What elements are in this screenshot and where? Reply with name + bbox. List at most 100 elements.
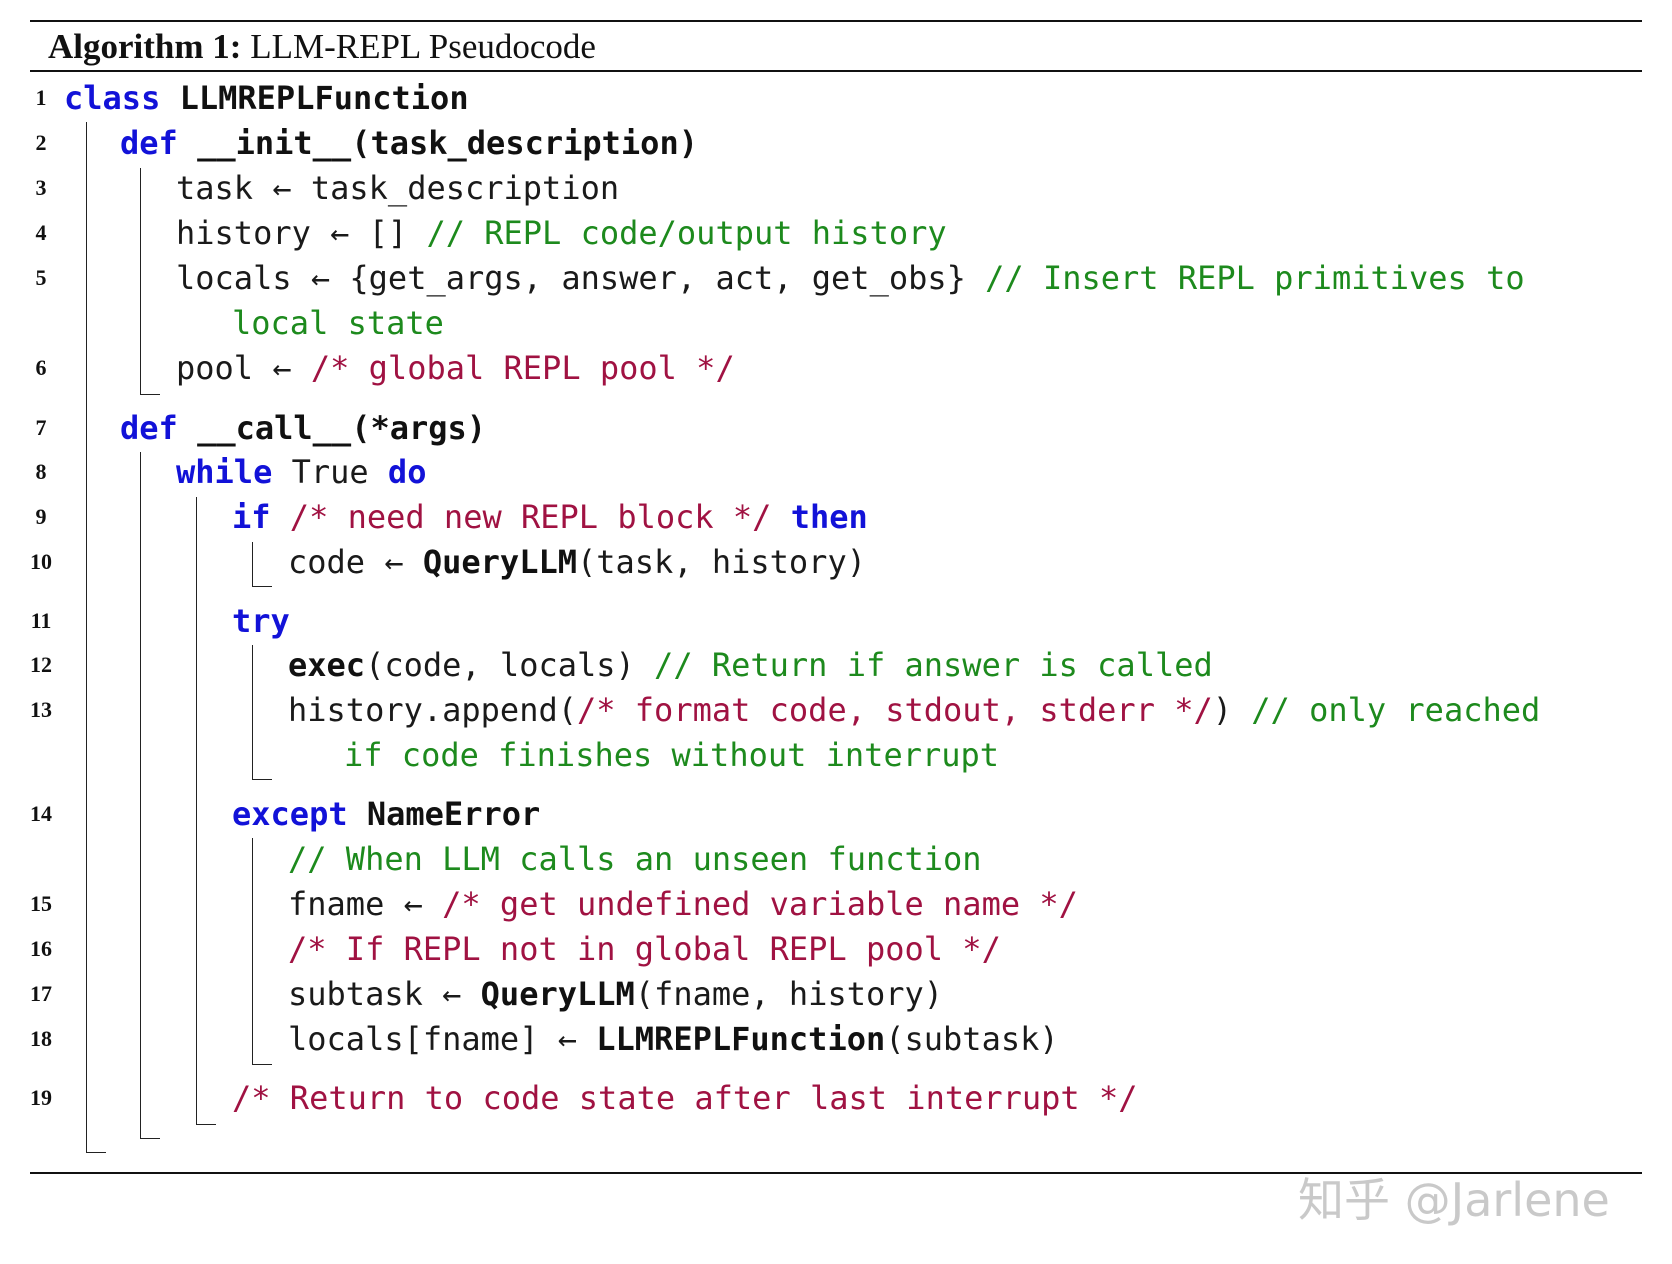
block-comment: /* format code, stdout, stderr */ bbox=[576, 691, 1213, 729]
code-line: exec(code, locals) // Return if answer i… bbox=[288, 641, 1213, 689]
code-text: (fname, history) bbox=[634, 975, 944, 1013]
scope-bar-init bbox=[140, 168, 141, 394]
code-line: subtask ← QueryLLM(fname, history) bbox=[288, 970, 943, 1018]
algorithm-title: LLM-REPL Pseudocode bbox=[250, 27, 596, 66]
code-line: def __init__(task_description) bbox=[120, 119, 698, 167]
scope-bar-if bbox=[252, 542, 253, 586]
line-number: 17 bbox=[30, 981, 52, 1006]
code-line: // When LLM calls an unseen function bbox=[288, 835, 982, 883]
code-text: fname ← bbox=[288, 885, 443, 923]
code-text: task ← task_description bbox=[176, 169, 620, 207]
keyword: if bbox=[232, 498, 271, 536]
line-number: 9 bbox=[35, 504, 47, 529]
identifier: QueryLLM bbox=[422, 543, 577, 581]
code-text bbox=[771, 498, 790, 536]
code-line: fname ← /* get undefined variable name *… bbox=[288, 880, 1078, 928]
code-line: def __call__(*args) bbox=[120, 404, 486, 452]
code-line: local state bbox=[232, 299, 444, 347]
algorithm-caption: Algorithm 1: LLM-REPL Pseudocode bbox=[48, 22, 596, 72]
identifier: LLMREPLFunction bbox=[179, 79, 469, 117]
code-text: (subtask) bbox=[885, 1020, 1059, 1058]
line-number: 14 bbox=[30, 801, 52, 826]
block-comment: /* global REPL pool */ bbox=[310, 349, 735, 387]
code-text: locals ← {get_args, answer, act, get_obs… bbox=[176, 259, 986, 297]
code-text: ) bbox=[1212, 691, 1252, 729]
line-number: 10 bbox=[30, 549, 52, 574]
block-comment: /* get undefined variable name */ bbox=[442, 885, 1078, 923]
scope-end-init bbox=[140, 394, 160, 395]
code-line: code ← QueryLLM(task, history) bbox=[288, 538, 866, 586]
identifier: __init__(task_description) bbox=[197, 124, 698, 162]
code-line: locals ← {get_args, answer, act, get_obs… bbox=[176, 254, 1525, 302]
code-text: history ← [] bbox=[176, 214, 427, 252]
top-rule bbox=[30, 20, 1642, 22]
keyword: def bbox=[120, 124, 178, 162]
identifier: LLMREPLFunction bbox=[596, 1020, 886, 1058]
code-line: history.append(/* format code, stdout, s… bbox=[288, 686, 1540, 734]
algorithm-label: Algorithm 1: bbox=[48, 27, 242, 66]
code-line: task ← task_description bbox=[176, 164, 619, 212]
code-text bbox=[178, 124, 197, 162]
code-text: True bbox=[272, 453, 388, 491]
code-line: class LLMREPLFunction bbox=[64, 74, 469, 122]
block-comment: /* need new REPL block */ bbox=[289, 498, 772, 536]
block-comment: /* If REPL not in global REPL pool */ bbox=[288, 930, 1001, 968]
identifier: QueryLLM bbox=[480, 975, 635, 1013]
scope-bar-except bbox=[252, 838, 253, 1064]
caption-rule bbox=[30, 70, 1642, 72]
keyword: def bbox=[120, 409, 178, 447]
comment: // Return if answer is called bbox=[654, 646, 1213, 684]
identifier: exec bbox=[288, 646, 366, 684]
code-line: /* Return to code state after last inter… bbox=[232, 1074, 1137, 1122]
scope-bar-call bbox=[140, 452, 141, 1138]
line-number: 19 bbox=[30, 1085, 52, 1110]
line-number bbox=[24, 299, 58, 347]
line-number: 11 bbox=[30, 608, 52, 633]
line-number: 1 bbox=[35, 85, 47, 110]
code-text: pool ← bbox=[176, 349, 311, 387]
code-line: try bbox=[232, 597, 290, 645]
line-number: 4 bbox=[35, 220, 47, 245]
code-line: locals[fname] ← LLMREPLFunction(subtask) bbox=[288, 1015, 1059, 1063]
identifier: __call__(*args) bbox=[197, 409, 487, 447]
keyword: class bbox=[64, 79, 161, 117]
watermark: 知乎 @Jarlene bbox=[1298, 1173, 1610, 1227]
comment: // Insert REPL primitives to bbox=[985, 259, 1525, 297]
code-text: code ← bbox=[288, 543, 423, 581]
scope-end-call bbox=[140, 1138, 160, 1139]
comment: local state bbox=[232, 304, 444, 342]
code-text bbox=[348, 795, 367, 833]
code-line: while True do bbox=[176, 448, 426, 496]
code-text: history.append( bbox=[288, 691, 577, 729]
code-text bbox=[178, 409, 197, 447]
block-comment: /* Return to code state after last inter… bbox=[232, 1079, 1138, 1117]
line-number: 12 bbox=[30, 652, 52, 677]
scope-bar-while bbox=[196, 497, 197, 1124]
code-line: history ← [] // REPL code/output history bbox=[176, 209, 947, 257]
code-text: (code, locals) bbox=[365, 646, 655, 684]
line-number bbox=[24, 731, 58, 779]
scope-end-try bbox=[252, 779, 272, 780]
comment: if code finishes without interrupt bbox=[344, 736, 1000, 774]
comment: // only reached bbox=[1251, 691, 1541, 729]
code-text: (task, history) bbox=[576, 543, 866, 581]
line-number: 5 bbox=[35, 265, 47, 290]
comment: // When LLM calls an unseen function bbox=[288, 840, 982, 878]
line-number: 16 bbox=[30, 936, 52, 961]
keyword: try bbox=[232, 602, 290, 640]
identifier: NameError bbox=[366, 795, 541, 833]
line-number: 2 bbox=[35, 130, 47, 155]
code-line: except NameError bbox=[232, 790, 540, 838]
scope-bar-class bbox=[86, 122, 87, 1152]
line-number: 15 bbox=[30, 891, 52, 916]
code-line: pool ← /* global REPL pool */ bbox=[176, 344, 735, 392]
line-number: 6 bbox=[35, 355, 47, 380]
line-number: 18 bbox=[30, 1026, 52, 1051]
code-text bbox=[271, 498, 290, 536]
keyword: while bbox=[176, 453, 273, 491]
keyword: do bbox=[387, 453, 427, 491]
scope-end-except bbox=[252, 1064, 272, 1065]
bottom-rule bbox=[30, 1172, 1642, 1174]
scope-end-while bbox=[196, 1124, 216, 1125]
scope-bar-try bbox=[252, 645, 253, 779]
